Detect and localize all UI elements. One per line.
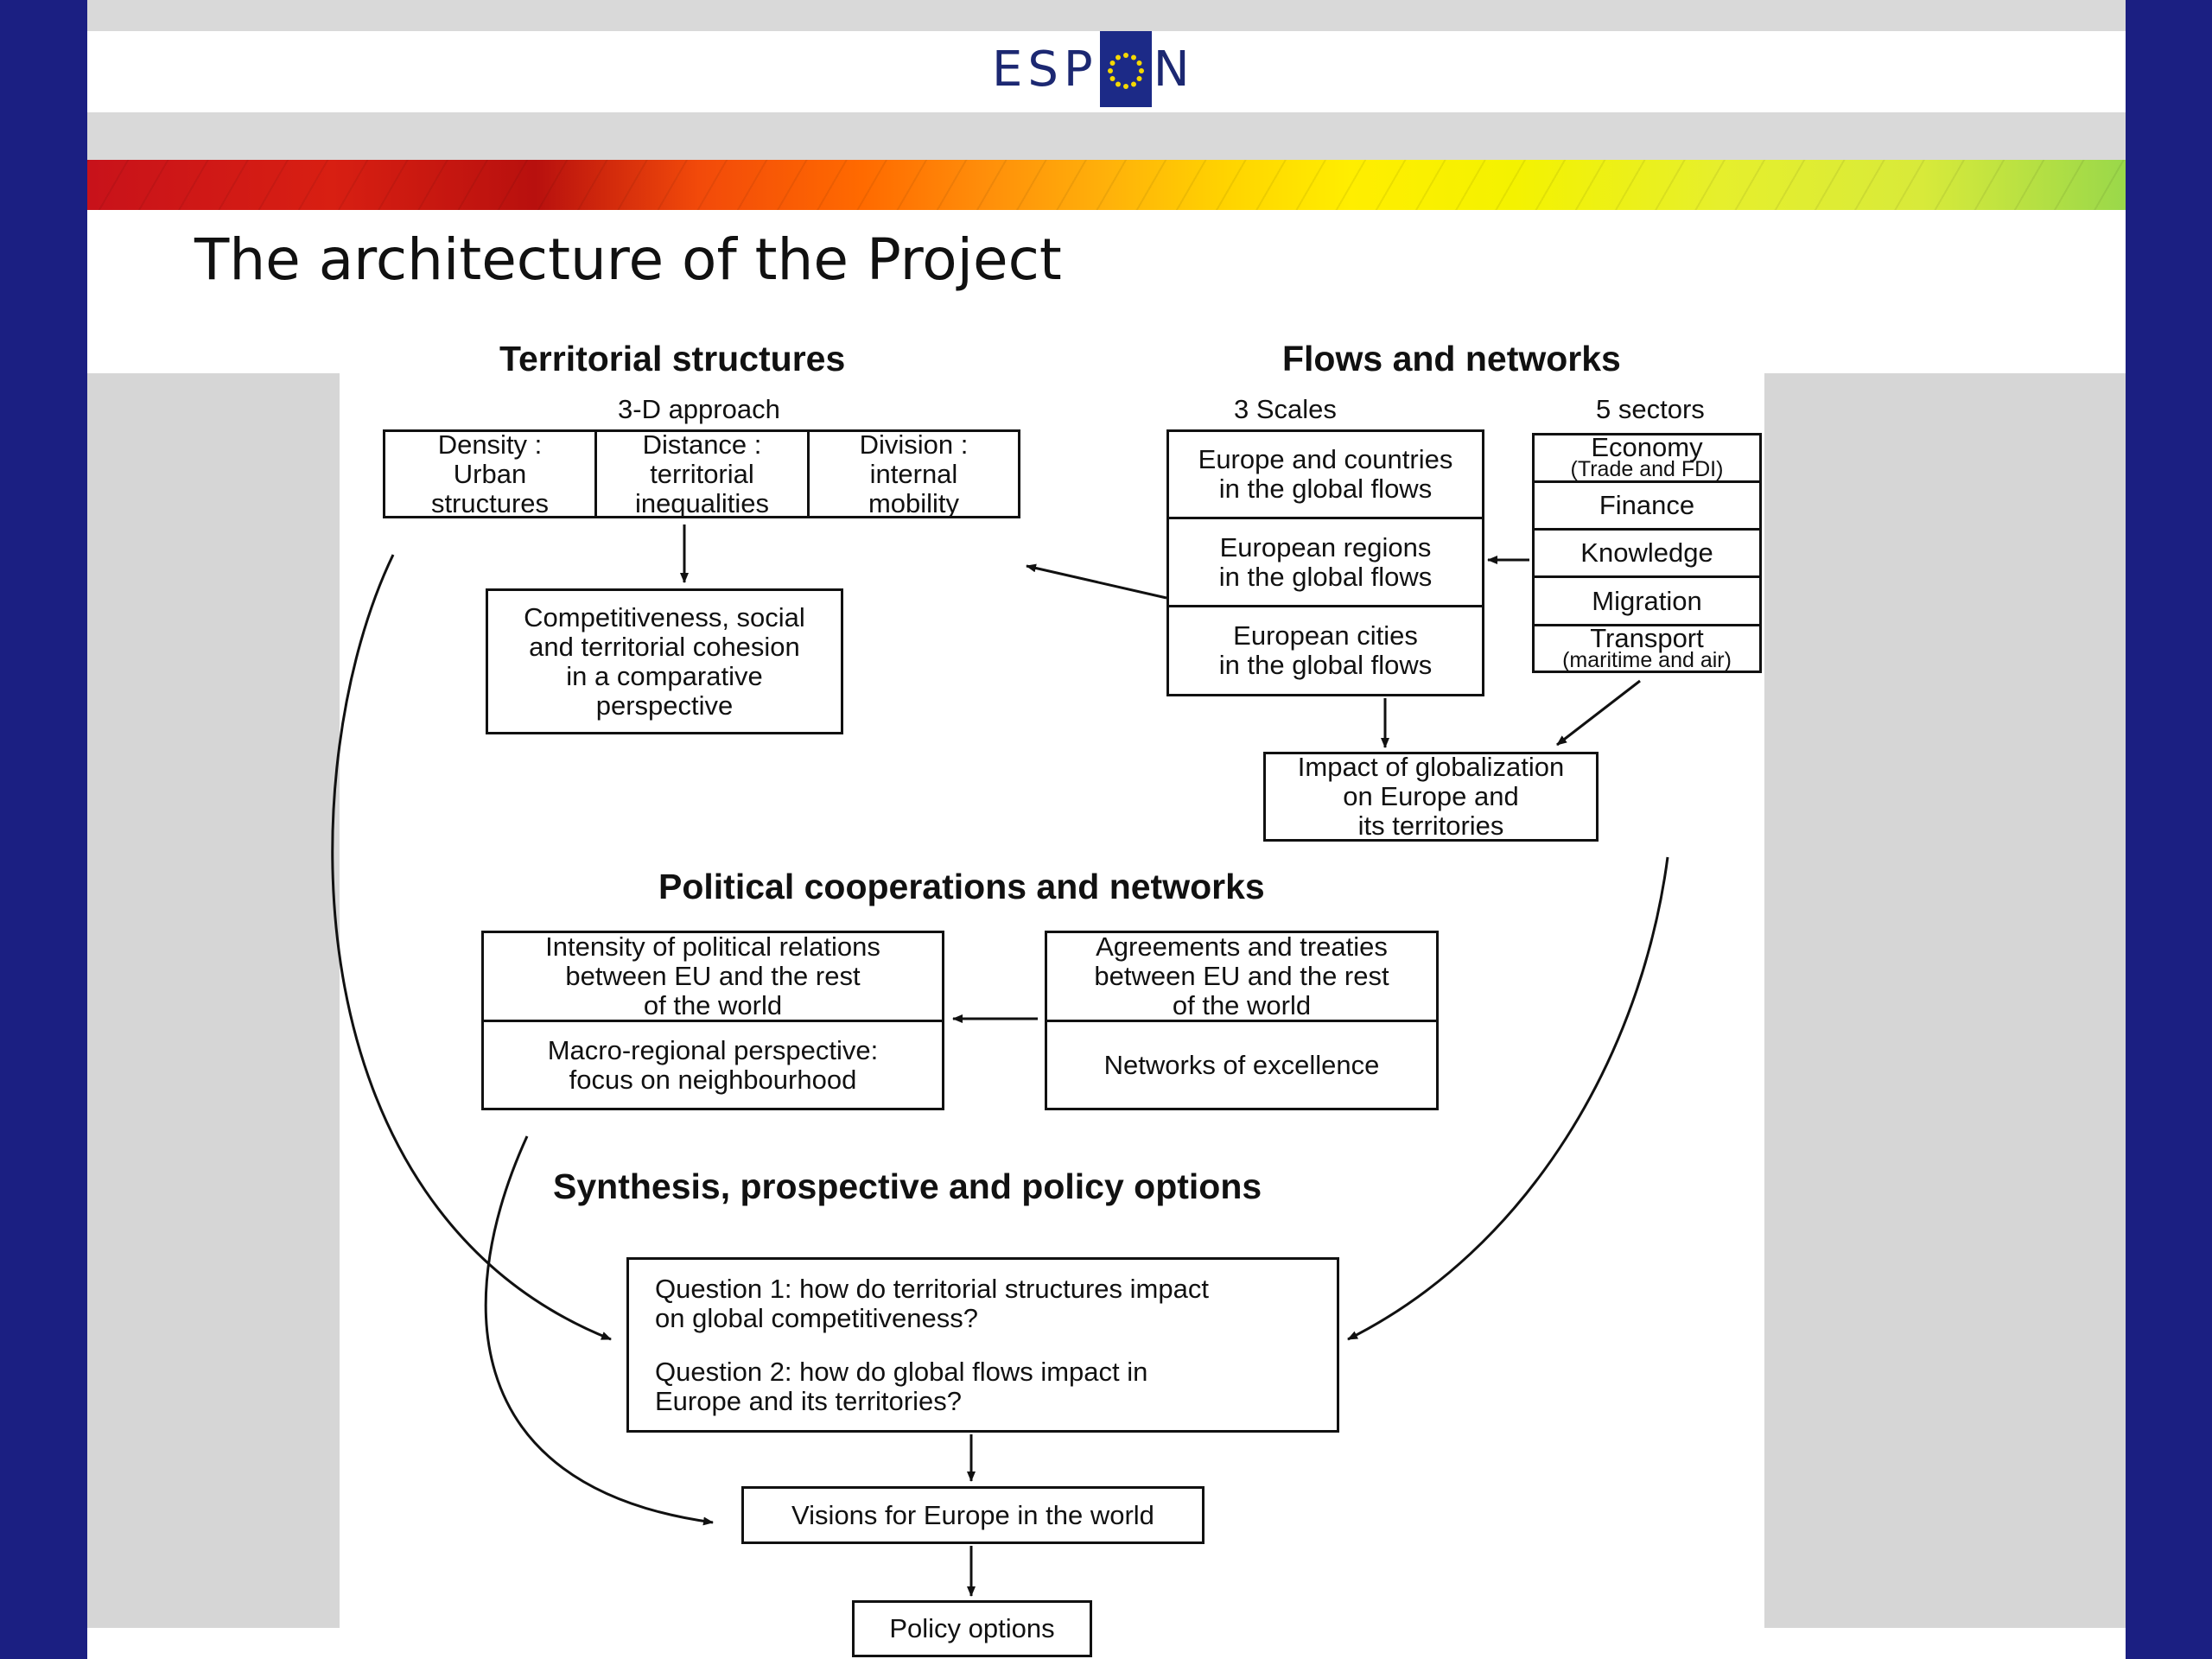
sector-migration-box: Migration	[1532, 575, 1762, 626]
intensity-box: Intensity of political relations between…	[481, 931, 944, 1022]
scale-europe-countries-box: Europe and countries in the global flows	[1166, 429, 1484, 519]
question-2: Question 2: how do global flows impact i…	[655, 1356, 1148, 1416]
sector-finance-box: Finance	[1532, 480, 1762, 531]
lower-grey-band	[87, 112, 2126, 160]
top-grey-band	[87, 0, 2126, 31]
transport-label: Transport	[1590, 622, 1704, 653]
question-1: Question 1: how do territorial structure…	[655, 1273, 1209, 1333]
sectors-label: 5 sectors	[1596, 394, 1705, 424]
questions-box: Question 1: how do territorial structure…	[626, 1257, 1339, 1433]
right-grey-panel	[1764, 373, 2126, 1628]
impact-box: Impact of globalization on Europe and it…	[1263, 752, 1599, 842]
espon-logo: ESP N	[992, 31, 1195, 107]
agreements-box: Agreements and treaties between EU and t…	[1045, 931, 1439, 1022]
map-color-strip	[87, 160, 2126, 210]
scales-label: 3 Scales	[1234, 394, 1337, 424]
left-grey-panel	[87, 373, 340, 1628]
macro-regional-box: Macro-regional perspective: focus on nei…	[481, 1020, 944, 1110]
logo-text-right: N	[1153, 41, 1195, 98]
competitiveness-box: Competitiveness, social and territorial …	[486, 588, 843, 734]
logo-text-left: ESP	[992, 41, 1098, 98]
policy-options-box: Policy options	[852, 1600, 1092, 1657]
political-heading: Political cooperations and networks	[658, 867, 1265, 906]
sector-economy-box: Economy (Trade and FDI)	[1532, 433, 1762, 483]
economy-sublabel: (Trade and FDI)	[1570, 457, 1724, 481]
networks-excellence-box: Networks of excellence	[1045, 1020, 1439, 1110]
sector-transport-box: Transport (maritime and air)	[1532, 624, 1762, 673]
territorial-heading: Territorial structures	[499, 339, 846, 378]
approach-label: 3-D approach	[618, 394, 780, 424]
division-box: Division : internal mobility	[807, 429, 1020, 518]
scale-european-cities-box: European cities in the global flows	[1166, 605, 1484, 696]
scale-european-regions-box: European regions in the global flows	[1166, 517, 1484, 607]
density-box: Density : Urban structures	[383, 429, 597, 518]
flows-heading: Flows and networks	[1282, 339, 1621, 378]
visions-box: Visions for Europe in the world	[741, 1486, 1205, 1544]
sector-knowledge-box: Knowledge	[1532, 528, 1762, 578]
eu-flag-icon	[1099, 31, 1152, 107]
transport-sublabel: (maritime and air)	[1562, 647, 1732, 672]
synthesis-heading: Synthesis, prospective and policy option…	[553, 1166, 1262, 1206]
slide-title: The architecture of the Project	[194, 226, 1062, 293]
economy-label: Economy	[1591, 432, 1703, 462]
distance-box: Distance : territorial inequalities	[594, 429, 810, 518]
